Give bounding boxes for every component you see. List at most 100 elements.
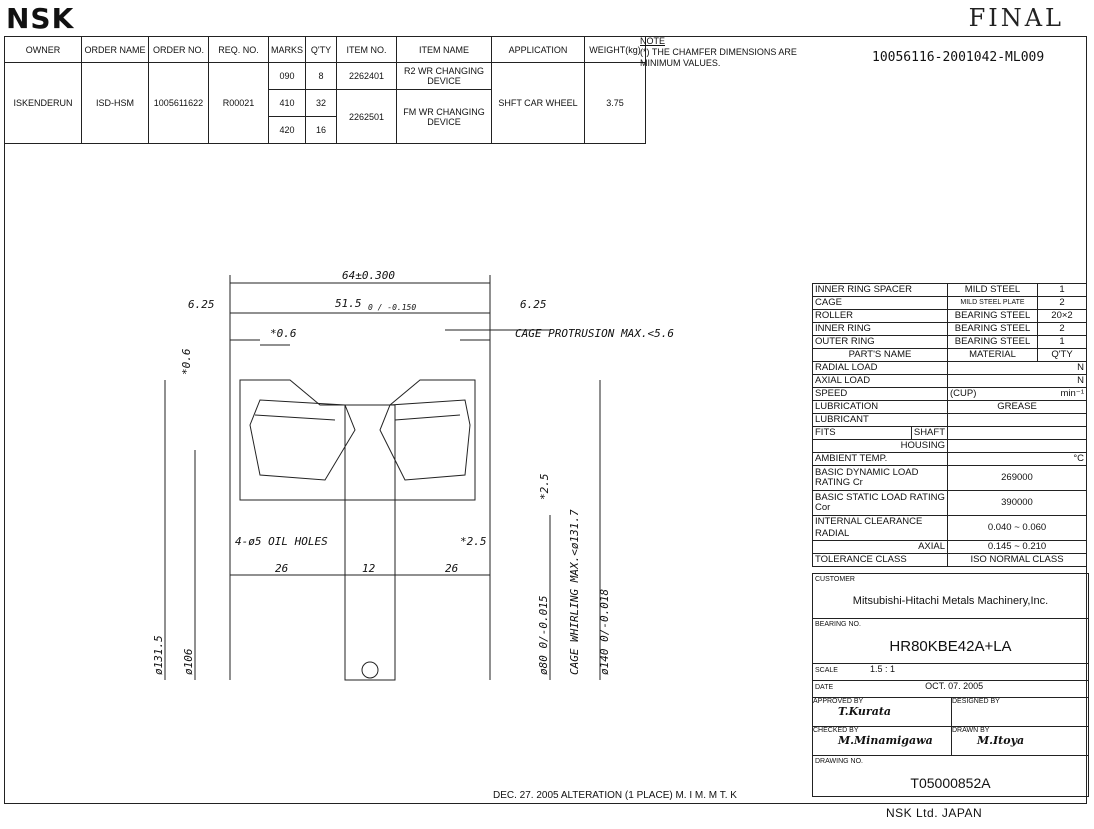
axial: AXIAL — [812, 540, 948, 554]
note-block: NOTE (*) THE CHAMFER DIMENSIONS ARE MINI… — [640, 36, 820, 69]
cage-protrusion: CAGE PROTRUSION MAX.<5.6 — [515, 327, 674, 340]
internal-clearance: INTERNAL CLEARANCE — [815, 516, 923, 527]
designed-label: DESIGNED BY — [952, 698, 1000, 705]
order-table: OWNER ORDER NAME ORDER NO. REQ. NO. MARK… — [4, 36, 647, 144]
dim-chamfer-side: *0.6 — [180, 348, 193, 375]
dim-chamfer-top: *0.6 — [270, 327, 297, 340]
part-qty: 1 — [1037, 283, 1087, 297]
footer-company: NSK Ltd. JAPAN — [886, 806, 983, 820]
hdr-material: MATERIAL — [947, 348, 1038, 362]
customer-label: CUSTOMER — [815, 576, 855, 583]
dim-2-5-vertical: *2.5 — [538, 474, 551, 501]
tolerance: TOLERANCE CLASS — [812, 553, 948, 567]
stat-val: 390000 — [947, 490, 1087, 516]
dim-2-5: *2.5 — [460, 535, 487, 548]
part-material: MILD STEEL — [947, 283, 1038, 297]
bearing-label: BEARING NO. — [815, 621, 861, 628]
order-no-cell: 1005611622 — [148, 62, 209, 144]
speed: SPEED — [812, 387, 948, 401]
dyn-val: 269000 — [947, 465, 1087, 491]
date-label: DATE — [815, 684, 834, 691]
approved: T.Kurata — [838, 705, 892, 718]
qty-cell: 16 — [305, 116, 338, 144]
dyn-label: BASIC DYNAMIC LOAD RATING Cr — [812, 465, 948, 491]
part-name: CAGE — [812, 296, 948, 310]
qty-cell: 32 — [305, 89, 338, 117]
item-name-cell: FM WR CHANGING DEVICE — [396, 89, 493, 144]
axial-load: AXIAL LOAD — [812, 374, 948, 388]
mark-cell: 090 — [267, 62, 307, 90]
col-req-no: REQ. NO. — [208, 36, 269, 63]
scale: 1.5 : 1 — [869, 664, 895, 674]
bearing-number: HR80KBE42A+LA — [889, 638, 1012, 655]
checked-label: CHECKED BY — [813, 727, 859, 734]
qty-cell: 8 — [305, 62, 338, 90]
radial-load: RADIAL LOAD — [812, 361, 948, 375]
lubrication: LUBRICATION — [812, 400, 948, 414]
right-roller — [379, 399, 471, 481]
checked: M.Minamigawa — [838, 734, 933, 747]
date: OCT. 07. 2005 — [925, 681, 984, 691]
col-item-no: ITEM NO. — [336, 36, 398, 63]
part-qty: 1 — [1037, 335, 1087, 349]
col-item-name: ITEM NAME — [396, 36, 493, 63]
ambient: AMBIENT TEMP. — [812, 452, 948, 466]
part-qty: 20×2 — [1037, 309, 1087, 323]
part-qty: 2 — [1037, 296, 1087, 310]
hdr-part: PART'S NAME — [812, 348, 948, 362]
part-name: INNER RING — [812, 322, 948, 336]
item-name-cell: R2 WR CHANGING DEVICE — [396, 62, 493, 90]
stat-label: BASIC STATIC LOAD RATING Cor — [812, 490, 948, 516]
alteration-note: DEC. 27. 2005 ALTERATION (1 PLACE) M. I … — [493, 790, 737, 801]
part-material: BEARING STEEL — [947, 322, 1038, 336]
col-owner: OWNER — [4, 36, 82, 63]
drawing-number: T05000852A — [910, 775, 991, 791]
speed-val: (CUP) — [950, 388, 977, 399]
radial: RADIAL — [815, 528, 850, 539]
col-order-name: ORDER NAME — [81, 36, 149, 63]
load-unit: N — [947, 374, 1087, 388]
part-material: MILD STEEL PLATE — [947, 296, 1038, 310]
part-qty: 2 — [1037, 322, 1087, 336]
ambient-unit: °C — [947, 452, 1087, 466]
fits: FITS — [815, 427, 836, 438]
status-stamp: FINAL — [968, 4, 1064, 32]
approved-label: APPROVED BY — [813, 698, 864, 705]
fits-housing: HOUSING — [812, 439, 948, 453]
tolerance-val: ISO NORMAL CLASS — [947, 553, 1087, 567]
weight-cell: 3.75 — [584, 62, 647, 144]
item-no-cell: 2262501 — [336, 89, 398, 144]
item-no-cell: 2262401 — [336, 62, 398, 90]
owner-cell: ISKENDERUN — [4, 62, 82, 144]
speed-unit: min⁻¹ — [1060, 388, 1085, 399]
application-cell: SHFT CAR WHEEL — [491, 62, 586, 144]
part-name: INNER RING SPACER — [812, 283, 948, 297]
order-name-cell: ISD-HSM — [81, 62, 149, 144]
left-roller — [249, 399, 356, 481]
dim-inner: 51.5 — [335, 297, 362, 310]
dia-131-5: ø131.5 — [152, 635, 165, 675]
dia-140: ø140 0/-0.018 — [598, 589, 611, 675]
hdr-qty: Q'TY — [1037, 348, 1087, 362]
lubrication-val: GREASE — [947, 400, 1087, 414]
col-qty: Q'TY — [305, 36, 338, 63]
drawn-label: DRAWN BY — [952, 727, 990, 734]
col-order-no: ORDER NO. — [148, 36, 209, 63]
lubricant: LUBRICANT — [812, 413, 948, 427]
part-name: OUTER RING — [812, 335, 948, 349]
mark-cell: 420 — [267, 116, 307, 144]
dia-106: ø106 — [182, 648, 195, 675]
drawn: M.Itoya — [977, 734, 1025, 747]
outer-ring-outline — [239, 379, 476, 501]
note-text: (*) THE CHAMFER DIMENSIONS ARE MINIMUM V… — [640, 47, 797, 68]
spacer-section — [344, 404, 396, 681]
col-application: APPLICATION — [491, 36, 586, 63]
drawing-no-label: DRAWING NO. — [815, 758, 863, 765]
dim-left: 6.25 — [188, 298, 215, 311]
req-no-cell: R00021 — [208, 62, 269, 144]
radial-val: 0.040 ~ 0.060 — [947, 515, 1087, 541]
customer: Mitsubishi-Hitachi Metals Machinery,Inc. — [852, 595, 1049, 607]
load-unit: N — [947, 361, 1087, 375]
nsk-logo: NSK — [6, 2, 75, 35]
